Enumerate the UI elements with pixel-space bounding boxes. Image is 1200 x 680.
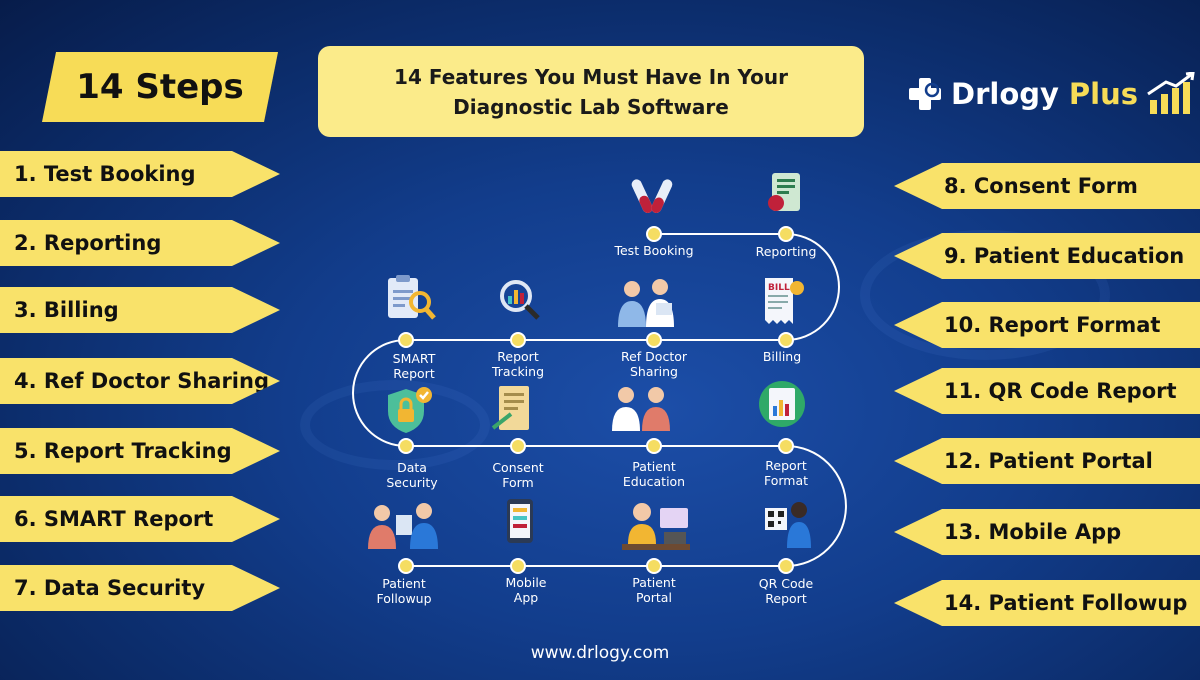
flow-node-patient-education	[646, 438, 662, 454]
step-banner-7: 7. Data Security	[0, 565, 280, 611]
step-label: 3. Billing	[14, 298, 119, 322]
analytics-magnifier-icon	[500, 280, 540, 320]
flow-node-report-tracking	[510, 332, 526, 348]
step-label: 1. Test Booking	[14, 162, 196, 186]
step-banner-11: 11. QR Code Report	[894, 368, 1200, 414]
drlogy-logo: Drlogy Plus	[907, 72, 1198, 116]
step-banner-5: 5. Report Tracking	[0, 428, 280, 474]
title-line-1: 14 Features You Must Have In Your	[394, 64, 788, 89]
flow-node-qr-report	[778, 558, 794, 574]
step-label: 13. Mobile App	[944, 520, 1122, 544]
step-label: 10. Report Format	[944, 313, 1161, 337]
step-label: 4. Ref Doctor Sharing	[14, 369, 269, 393]
test-tubes-icon	[631, 179, 673, 213]
step-banner-4: 4. Ref Doctor Sharing	[0, 358, 280, 404]
step-label: 7. Data Security	[14, 576, 206, 600]
followup-meeting-icon	[368, 503, 438, 549]
doctor-patient-icon	[612, 387, 670, 431]
report-chart-icon	[759, 381, 805, 427]
node-label-billing: Billing	[762, 349, 802, 364]
growth-chart-icon	[1147, 72, 1195, 114]
report-document-icon	[768, 173, 800, 211]
step-banner-14: 14. Patient Followup	[894, 580, 1200, 626]
flow-node-billing	[778, 332, 794, 348]
flow-node-ref-doctor	[646, 332, 662, 348]
step-banner-9: 9. Patient Education	[894, 233, 1200, 279]
flow-node-test-booking	[646, 226, 662, 242]
step-label: 8. Consent Form	[944, 174, 1138, 198]
medical-cross-logo-icon	[909, 78, 941, 110]
signed-form-icon	[491, 386, 529, 430]
flow-node-consent-form	[510, 438, 526, 454]
step-label: 5. Report Tracking	[14, 439, 232, 463]
logo-name: Drlogy	[951, 77, 1059, 111]
step-banner-8: 8. Consent Form	[894, 163, 1200, 209]
flow-node-reporting	[778, 226, 794, 242]
step-banner-10: 10. Report Format	[894, 302, 1200, 348]
node-label-reporting: Reporting	[755, 244, 817, 259]
svg-text:BILL: BILL	[768, 283, 790, 293]
page-title: 14 Features You Must Have In Your Diagno…	[318, 46, 864, 137]
step-label: 2. Reporting	[14, 231, 162, 255]
flow-node-patient-followup	[398, 558, 414, 574]
logo-plus: Plus	[1068, 77, 1139, 111]
flow-node-report-format	[778, 438, 794, 454]
step-banner-2: 2. Reporting	[0, 220, 280, 266]
steps-badge-label: 14 Steps	[76, 67, 244, 107]
flow-node-patient-portal	[646, 558, 662, 574]
title-line-2: Diagnostic Lab Software	[453, 94, 729, 119]
step-label: 9. Patient Education	[944, 244, 1185, 268]
bill-receipt-icon: BILL	[765, 278, 804, 324]
support-desk-icon	[622, 503, 690, 550]
step-label: 6. SMART Report	[14, 507, 214, 531]
step-label: 14. Patient Followup	[944, 591, 1188, 615]
doctor-consultation-icon	[618, 279, 674, 327]
step-label: 11. QR Code Report	[944, 379, 1177, 403]
flow-node-data-security	[398, 438, 414, 454]
smartphone-app-icon	[507, 499, 533, 543]
step-label: 12. Patient Portal	[944, 449, 1153, 473]
background-decoration	[300, 380, 490, 470]
clipboard-search-icon	[388, 275, 436, 320]
steps-badge: 14 Steps	[42, 52, 278, 122]
flow-node-smart-report	[398, 332, 414, 348]
step-banner-6: 6. SMART Report	[0, 496, 280, 542]
node-label-test-booking: Test Booking	[614, 243, 694, 258]
qr-code-phone-icon	[765, 502, 811, 548]
step-banner-1: 1. Test Booking	[0, 151, 280, 197]
step-banner-12: 12. Patient Portal	[894, 438, 1200, 484]
step-banner-3: 3. Billing	[0, 287, 280, 333]
flow-node-mobile-app	[510, 558, 526, 574]
footer-website[interactable]: www.drlogy.com	[530, 643, 670, 663]
shield-lock-icon	[388, 387, 432, 433]
step-banner-13: 13. Mobile App	[894, 509, 1200, 555]
